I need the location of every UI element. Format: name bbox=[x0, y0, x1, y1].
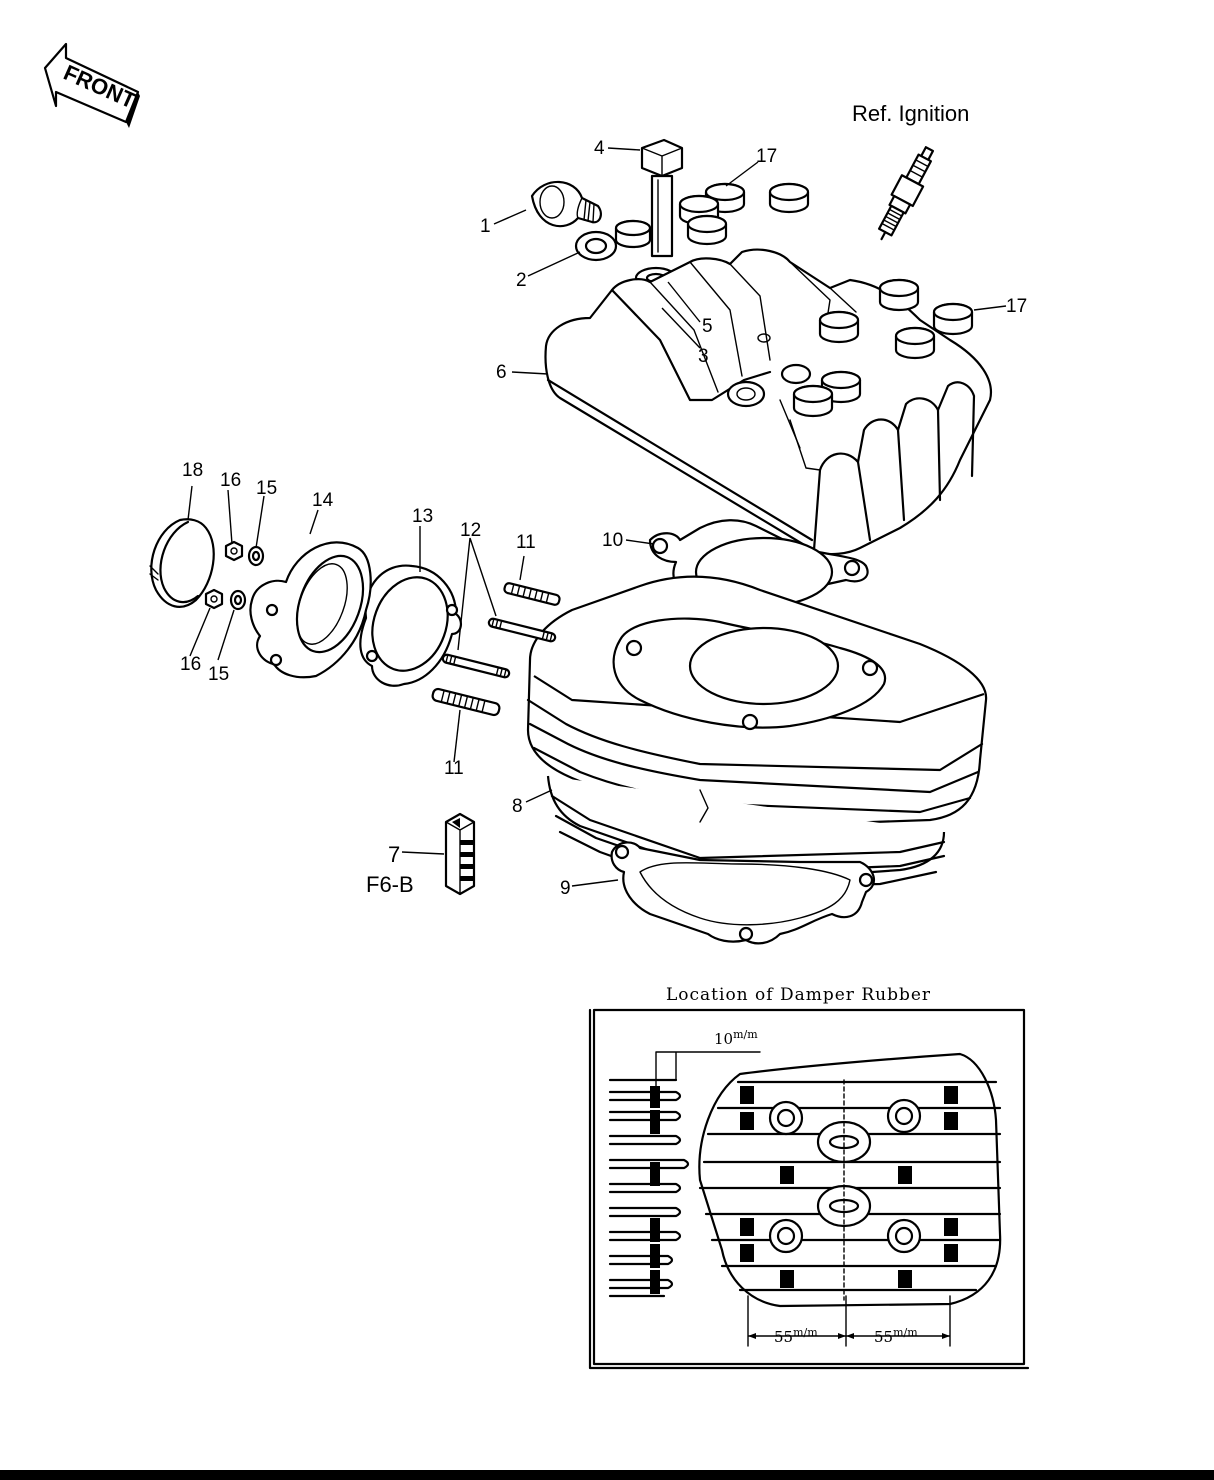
callout-16-bottom: 16 bbox=[180, 654, 201, 675]
inset-head-top-view bbox=[698, 1052, 1002, 1347]
callout-14: 14 bbox=[312, 490, 334, 511]
damper-rubber-piece bbox=[444, 812, 476, 896]
callout-2: 2 bbox=[516, 270, 527, 291]
callout-17-right: 17 bbox=[1006, 296, 1027, 317]
callout-4: 4 bbox=[594, 138, 605, 159]
callout-10: 10 bbox=[602, 530, 623, 551]
drain-plug bbox=[530, 180, 602, 228]
damper-location-inset: Location of Damper Rubber 10m/m bbox=[588, 985, 1030, 1370]
callout-12: 12 bbox=[460, 520, 481, 541]
studs bbox=[431, 582, 561, 717]
base-gasket bbox=[610, 841, 876, 945]
inset-dim-right: 55m/m bbox=[874, 1326, 918, 1346]
cylinder-head bbox=[544, 248, 993, 556]
callout-11-bottom: 11 bbox=[444, 758, 464, 779]
cylinder bbox=[526, 575, 988, 890]
callout-16-top: 16 bbox=[220, 470, 241, 491]
callout-6: 6 bbox=[496, 362, 507, 383]
spark-plug bbox=[878, 146, 935, 241]
callout-15-bottom: 15 bbox=[208, 664, 229, 685]
callout-13: 13 bbox=[412, 506, 433, 527]
leader-lines bbox=[187, 147, 1007, 887]
intake-flange bbox=[249, 541, 372, 679]
callout-9: 9 bbox=[560, 878, 571, 899]
inset-caption: Location of Damper Rubber bbox=[666, 985, 931, 1005]
front-arrow-badge: FRONT bbox=[43, 42, 140, 128]
plug-washer bbox=[574, 230, 618, 262]
head-bolt bbox=[640, 138, 684, 258]
bottom-scan-border bbox=[0, 1470, 1214, 1480]
callout-5: 5 bbox=[702, 316, 713, 337]
callout-11-top: 11 bbox=[516, 532, 536, 553]
clamp-band bbox=[149, 518, 215, 608]
callout-17-top: 17 bbox=[756, 146, 777, 167]
damper-rubbers-loose bbox=[614, 182, 810, 249]
inset-dim-left: 55m/m bbox=[774, 1326, 818, 1346]
callout-1: 1 bbox=[480, 216, 491, 237]
sub-reference-f6b: F6-B bbox=[366, 872, 414, 897]
inset-dim-top: 10m/m bbox=[714, 1028, 758, 1048]
callout-7: 7 bbox=[388, 842, 400, 867]
callout-15-top: 15 bbox=[256, 478, 277, 499]
callout-3: 3 bbox=[698, 346, 709, 367]
inset-side-fins bbox=[608, 1051, 761, 1298]
callout-8: 8 bbox=[512, 796, 523, 817]
intake-gasket bbox=[359, 564, 462, 687]
nuts-and-washers bbox=[204, 540, 265, 611]
callout-18: 18 bbox=[182, 460, 203, 481]
ref-ignition-label: Ref. Ignition bbox=[852, 101, 969, 126]
